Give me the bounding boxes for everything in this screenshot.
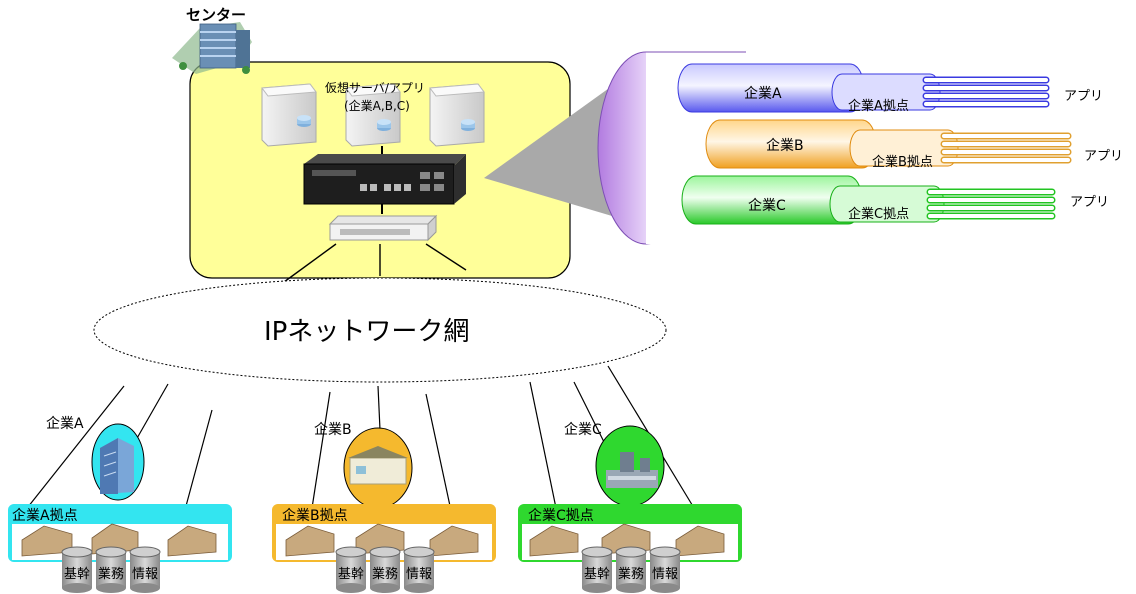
server-icon (261, 83, 317, 147)
cable-cone (484, 86, 612, 216)
db-label: 情報 (652, 567, 678, 582)
company-a-name: 企業A (46, 415, 84, 432)
database-icons (61, 546, 681, 593)
company-b-site: 企業B拠点 (282, 507, 348, 524)
db-label: 情報 (132, 567, 158, 582)
server-label-line2: (企業A,B,C) (344, 98, 410, 113)
company-b-name: 企業B (314, 421, 352, 438)
database-icon (61, 546, 161, 593)
network-links (23, 365, 695, 513)
ip-network-label: IPネットワーク網 (264, 317, 469, 347)
tube-b-label: 企業B (766, 137, 804, 154)
company-a-site: 企業A拠点 (12, 507, 78, 524)
company-c-name: 企業C (564, 421, 602, 438)
tube-b-site-label: 企業B拠点 (872, 154, 933, 170)
tube-a (677, 63, 865, 113)
ip-network-cloud (93, 277, 667, 383)
database-icon (335, 546, 435, 593)
db-label: 情報 (406, 567, 432, 582)
db-label: 業務 (618, 566, 644, 582)
tube-b (705, 119, 877, 169)
app-label-c: アプリ (1070, 195, 1109, 210)
server-label-line1: 仮想サーバ/アプリ (325, 80, 425, 95)
tube-c-site-label: 企業C拠点 (848, 206, 909, 222)
office-building-icon (100, 438, 134, 494)
company-c-site: 企業C拠点 (528, 507, 594, 524)
db-label: 基幹 (338, 566, 364, 582)
app-label-b: アプリ (1084, 149, 1123, 164)
db-label: 基幹 (64, 566, 90, 582)
tube-c (681, 175, 863, 225)
tube-a-site-label: 企業A拠点 (848, 98, 909, 114)
server-icon (345, 83, 401, 147)
center-building-icon (172, 22, 252, 74)
factory-house-icon (348, 446, 408, 485)
factory-icon (606, 452, 658, 488)
db-label: 基幹 (584, 566, 610, 582)
db-label: 業務 (372, 566, 398, 582)
center-title: センター (186, 6, 246, 24)
server-icon (429, 83, 485, 147)
router-icon (303, 154, 466, 205)
tube-c-label: 企業C (748, 197, 786, 214)
switch-icon (328, 214, 438, 242)
site-houses (21, 523, 725, 557)
app-label-a: アプリ (1064, 89, 1103, 104)
database-icon (581, 546, 681, 593)
cable (597, 51, 1072, 245)
db-label: 業務 (98, 566, 124, 582)
tube-a-label: 企業A (744, 85, 782, 102)
